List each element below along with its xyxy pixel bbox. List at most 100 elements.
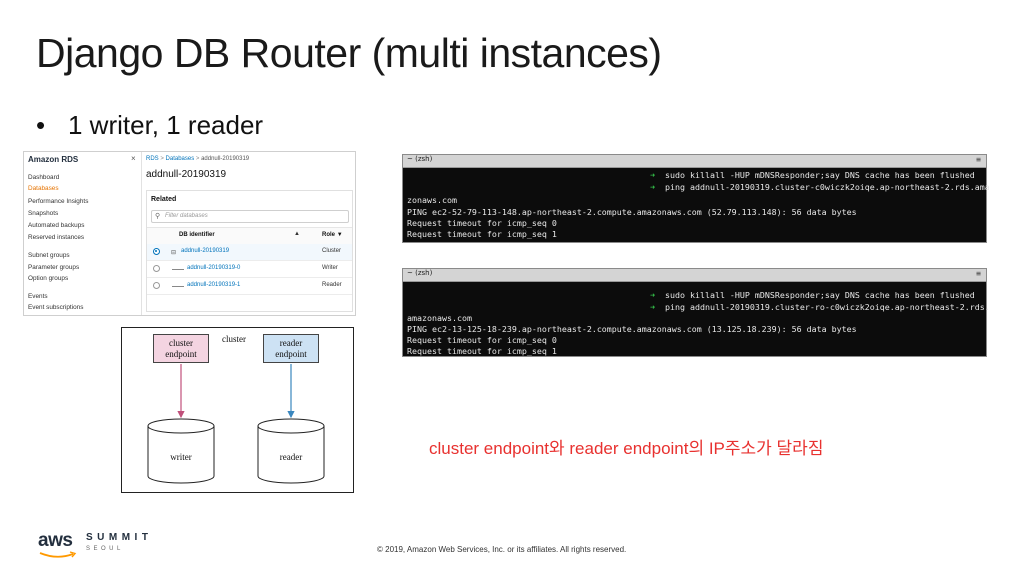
column-role[interactable]: Role ▼ bbox=[322, 232, 343, 238]
sort-ascending-icon[interactable]: ▲ bbox=[294, 231, 300, 237]
close-icon[interactable]: × bbox=[131, 154, 136, 163]
filter-placeholder: Filter databases bbox=[165, 212, 208, 219]
table-row[interactable]: ⊟ addnull-20190319 Cluster bbox=[147, 244, 352, 261]
prompt-arrow-icon: ➜ bbox=[650, 302, 655, 312]
reader-endpoint-box: reader endpoint bbox=[263, 334, 319, 363]
reader-label: reader bbox=[279, 452, 303, 462]
table-row[interactable]: addnull-20190319-0 Writer bbox=[147, 261, 352, 278]
search-icon: ⚲ bbox=[155, 213, 161, 220]
cluster-label: cluster bbox=[222, 334, 246, 344]
terminal-window-cluster[interactable]: ~ (zsh) ≡ ➜ sudo killall -HUP mDNSRespon… bbox=[402, 154, 990, 243]
related-title: Related bbox=[151, 196, 177, 203]
command-text: ping addnull-20190319.cluster-ro-c0wiczk… bbox=[665, 302, 990, 312]
seoul-logo-text: SEOUL bbox=[86, 546, 124, 552]
sidebar-item-databases[interactable]: Databases bbox=[28, 185, 59, 192]
command-text: sudo killall -HUP mDNSResponder;say DNS … bbox=[665, 290, 975, 300]
prompt-arrow-icon: ➜ bbox=[650, 182, 655, 192]
bullet-text: 1 writer, 1 reader bbox=[68, 110, 264, 140]
sidebar-item-option-groups[interactable]: Option groups bbox=[28, 275, 69, 282]
prompt-arrow-icon: ➜ bbox=[650, 290, 655, 300]
bullet-point: • 1 writer, 1 reader bbox=[36, 110, 263, 141]
rds-main-panel: RDS > Databases > addnull-20190319 addnu… bbox=[142, 152, 355, 315]
rds-sidebar: Amazon RDS × Dashboard Databases Perform… bbox=[24, 152, 142, 315]
sidebar-item-performance-insights[interactable]: Performance Insights bbox=[28, 198, 89, 205]
table-row[interactable]: addnull-20190319-1 Reader bbox=[147, 278, 352, 295]
terminal-command: ➜ ping addnull-20190319.cluster-ro-c0wic… bbox=[650, 302, 990, 312]
menu-icon[interactable]: ≡ bbox=[976, 269, 981, 278]
collapse-icon[interactable]: ⊟ bbox=[171, 250, 177, 256]
row-radio[interactable] bbox=[153, 282, 160, 289]
command-text: sudo killall -HUP mDNSResponder;say DNS … bbox=[665, 170, 975, 180]
sidebar-item-automated-backups[interactable]: Automated backups bbox=[28, 222, 85, 229]
cluster-endpoint-box: cluster endpoint bbox=[153, 334, 209, 363]
breadcrumb-current: addnull-20190319 bbox=[201, 156, 250, 162]
sidebar-item-subnet-groups[interactable]: Subnet groups bbox=[28, 252, 70, 259]
db-role: Cluster bbox=[322, 248, 342, 254]
sort-descending-icon[interactable]: ▼ bbox=[336, 232, 343, 238]
cluster-endpoint-line2: endpoint bbox=[165, 349, 197, 359]
column-db-identifier[interactable]: DB identifier bbox=[179, 232, 215, 238]
breadcrumb-databases[interactable]: Databases bbox=[165, 156, 195, 162]
reader-endpoint-line1: reader bbox=[279, 338, 303, 348]
terminal-title: ~ (zsh) bbox=[407, 155, 433, 163]
breadcrumb-separator: > bbox=[195, 156, 200, 162]
bullet-dot: • bbox=[36, 110, 46, 140]
sidebar-item-snapshots[interactable]: Snapshots bbox=[28, 210, 59, 217]
rds-sidebar-title: Amazon RDS bbox=[28, 155, 79, 164]
related-panel: Related ⚲ Filter databases DB identifier… bbox=[146, 190, 353, 312]
cluster-endpoint-line1: cluster bbox=[169, 338, 193, 348]
tree-line bbox=[172, 269, 184, 270]
terminal-titlebar: ~ (zsh) ≡ bbox=[403, 155, 986, 168]
terminal-command: ➜ sudo killall -HUP mDNSResponder;say DN… bbox=[650, 170, 975, 180]
reader-cylinder bbox=[257, 418, 325, 484]
terminal-title: ~ (zsh) bbox=[407, 269, 433, 277]
command-text: ping addnull-20190319.cluster-c0wiczk2oi… bbox=[665, 182, 990, 192]
reader-endpoint-line2: endpoint bbox=[275, 349, 307, 359]
db-role: Writer bbox=[322, 265, 338, 271]
summit-logo-text: SUMMIT bbox=[86, 532, 153, 543]
terminal-output-line: amazonaws.com bbox=[407, 313, 472, 323]
terminal-command: ➜ ping addnull-20190319.cluster-c0wiczk2… bbox=[650, 182, 990, 192]
row-radio[interactable] bbox=[153, 265, 160, 272]
terminal-output-line: PING ec2-52-79-113-148.ap-northeast-2.co… bbox=[407, 207, 857, 217]
terminal-output-line: Request timeout for icmp_seq 1 bbox=[407, 346, 557, 356]
cluster-diagram: cluster endpoint cluster reader endpoint… bbox=[121, 327, 354, 493]
slide-title: Django DB Router (multi instances) bbox=[36, 30, 662, 76]
filter-databases-input[interactable]: ⚲ Filter databases bbox=[151, 210, 349, 223]
rds-console-screenshot: Amazon RDS × Dashboard Databases Perform… bbox=[23, 151, 356, 316]
terminal-command: ➜ sudo killall -HUP mDNSResponder;say DN… bbox=[650, 290, 975, 300]
sidebar-item-dashboard[interactable]: Dashboard bbox=[28, 174, 60, 181]
db-identifier-link[interactable]: addnull-20190319-0 bbox=[187, 265, 241, 271]
aws-smile-icon bbox=[39, 551, 77, 558]
breadcrumb-rds[interactable]: RDS bbox=[146, 156, 159, 162]
table-header: DB identifier ▲ Role ▼ bbox=[147, 227, 352, 245]
db-identifier-link[interactable]: addnull-20190319 bbox=[181, 248, 230, 254]
column-role-label: Role bbox=[322, 232, 336, 238]
terminal-output-line: zonaws.com bbox=[407, 195, 457, 205]
terminal-output-line: Request timeout for icmp_seq 0 bbox=[407, 218, 557, 228]
sidebar-item-event-subscriptions[interactable]: Event subscriptions bbox=[28, 304, 84, 311]
sidebar-item-reserved-instances[interactable]: Reserved instances bbox=[28, 234, 85, 241]
terminal-output-line: Request timeout for icmp_seq 1 bbox=[407, 229, 557, 239]
writer-cylinder bbox=[147, 418, 215, 484]
breadcrumb-separator: > bbox=[160, 156, 164, 162]
writer-label: writer bbox=[170, 452, 192, 462]
sidebar-item-parameter-groups[interactable]: Parameter groups bbox=[28, 264, 80, 271]
ip-difference-note: cluster endpoint와 reader endpoint의 IP주소가… bbox=[429, 439, 824, 458]
db-name-heading: addnull-20190319 bbox=[146, 169, 227, 180]
terminal-output-line: PING ec2-13-125-18-239.ap-northeast-2.co… bbox=[407, 324, 857, 334]
row-radio-selected[interactable] bbox=[153, 248, 160, 255]
db-role: Reader bbox=[322, 282, 342, 288]
db-identifier-link[interactable]: addnull-20190319-1 bbox=[187, 282, 241, 288]
sidebar-item-events[interactable]: Events bbox=[28, 293, 48, 300]
terminal-window-reader[interactable]: ~ (zsh) ≡ ➜ sudo killall -HUP mDNSRespon… bbox=[402, 268, 990, 357]
prompt-arrow-icon: ➜ bbox=[650, 170, 655, 180]
breadcrumb: RDS > Databases > addnull-20190319 bbox=[146, 156, 249, 162]
aws-logo-text: aws bbox=[38, 530, 73, 551]
diagram-graphics bbox=[147, 364, 325, 484]
copyright-text: © 2019, Amazon Web Services, Inc. or its… bbox=[377, 545, 627, 554]
menu-icon[interactable]: ≡ bbox=[976, 155, 981, 164]
tree-line bbox=[172, 286, 184, 287]
terminal-output-line: Request timeout for icmp_seq 0 bbox=[407, 335, 557, 345]
terminal-titlebar: ~ (zsh) ≡ bbox=[403, 269, 986, 282]
